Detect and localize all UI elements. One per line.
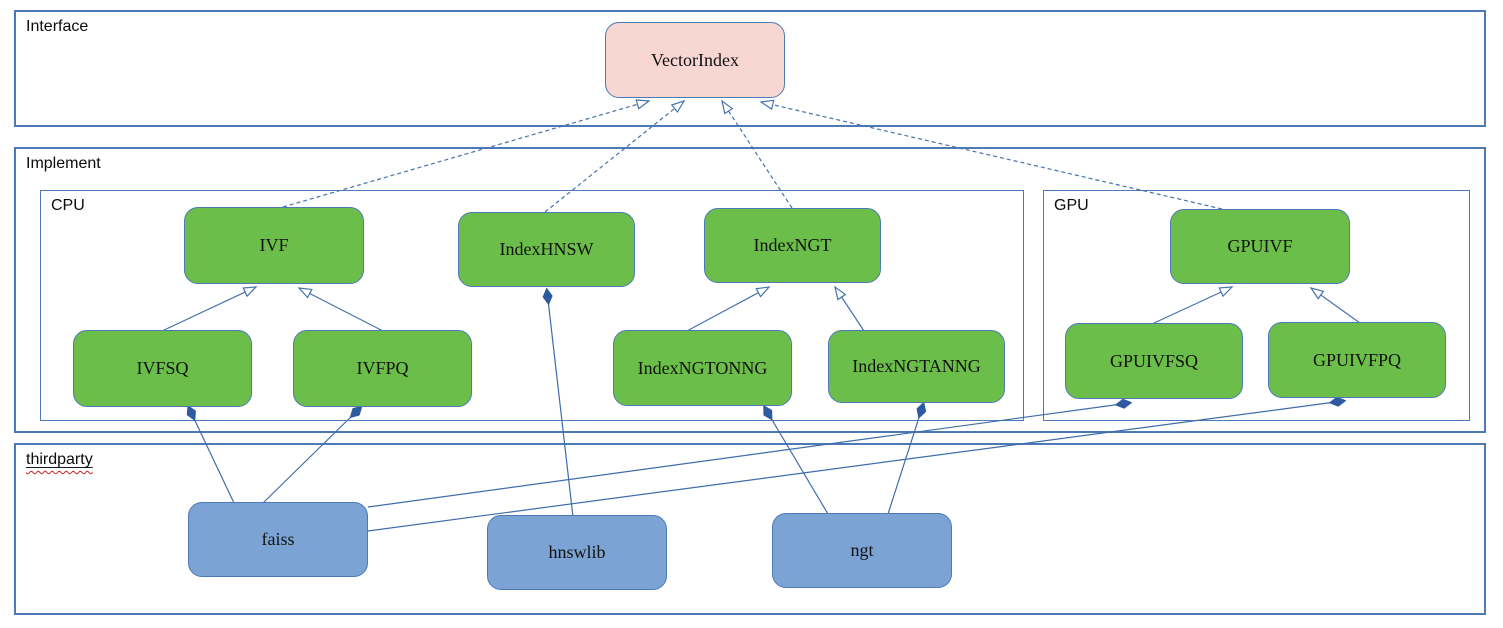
node-gpuivfpq[interactable]: GPUIVFPQ: [1268, 322, 1446, 398]
node-hnswlib[interactable]: hnswlib: [487, 515, 667, 590]
group-implement-label: Implement: [26, 155, 101, 172]
group-cpu-label: CPU: [51, 197, 85, 214]
node-indexngtanng[interactable]: IndexNGTANNG: [828, 330, 1005, 403]
node-ivfsq[interactable]: IVFSQ: [73, 330, 252, 407]
node-gpuivf[interactable]: GPUIVF: [1170, 209, 1350, 284]
node-label-gpuivfpq: GPUIVFPQ: [1312, 349, 1402, 370]
node-indexhnsw[interactable]: IndexHNSW: [458, 212, 635, 287]
node-vectorindex[interactable]: VectorIndex: [605, 22, 785, 98]
group-interface-label: Interface: [26, 18, 89, 35]
node-label-vectorindex: VectorIndex: [651, 49, 739, 70]
group-gpu-label: GPU: [1054, 197, 1089, 214]
node-label-ivf: IVF: [259, 235, 289, 255]
node-gpuivfsq[interactable]: GPUIVFSQ: [1065, 323, 1243, 399]
group-thirdparty-label: thirdparty: [26, 451, 93, 468]
node-label-indexngtanng: IndexNGTANNG: [852, 356, 981, 376]
node-label-ngt: ngt: [850, 540, 874, 560]
node-label-gpuivf: GPUIVF: [1227, 236, 1293, 256]
node-label-indexngtonng: IndexNGTONNG: [637, 357, 768, 378]
node-label-faiss: faiss: [261, 529, 295, 549]
node-label-gpuivfsq: GPUIVFSQ: [1109, 350, 1199, 371]
node-label-indexngt: IndexNGT: [753, 235, 832, 255]
node-ivfpq[interactable]: IVFPQ: [293, 330, 472, 407]
node-ngt[interactable]: ngt: [772, 513, 952, 588]
node-faiss[interactable]: faiss: [188, 502, 368, 577]
node-label-ivfpq: IVFPQ: [356, 358, 409, 378]
node-label-indexhnsw: IndexHNSW: [499, 239, 594, 259]
node-label-ivfsq: IVFSQ: [136, 358, 189, 378]
node-indexngt[interactable]: IndexNGT: [704, 208, 881, 283]
node-indexngtonng[interactable]: IndexNGTONNG: [613, 330, 792, 406]
node-ivf[interactable]: IVF: [184, 207, 364, 284]
node-label-hnswlib: hnswlib: [548, 542, 606, 562]
